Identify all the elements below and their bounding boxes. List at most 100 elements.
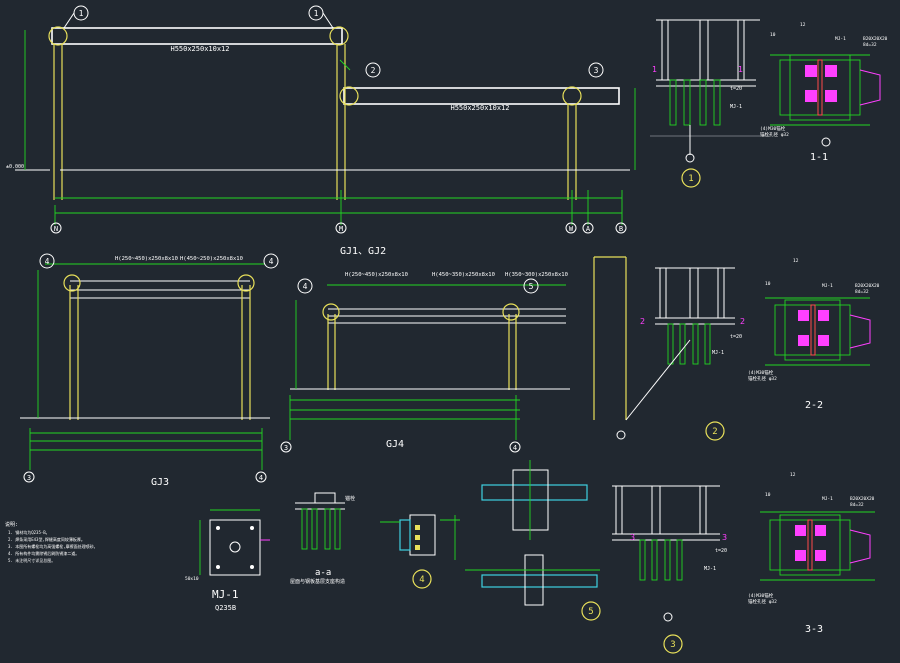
svg-text:t=20: t=20 <box>730 86 742 92</box>
notes-heading: 说明: <box>5 521 18 528</box>
general-notes: 说明: 1. 钢材均为Q235-B。 2. 焊条采用E43型,焊缝高度同较薄板厚… <box>5 521 98 563</box>
mj1-material: Q235B <box>215 604 236 612</box>
svg-text:12: 12 <box>790 472 796 478</box>
mj1-title: MJ-1 <box>212 588 239 601</box>
svg-text:B20X20X20: B20X20X20 <box>855 283 880 289</box>
svg-text:4: 4 <box>259 474 263 482</box>
svg-text:50x10: 50x10 <box>185 576 199 582</box>
lower-beam-label: H550x250x10x12 <box>450 104 509 112</box>
svg-text:12: 12 <box>793 258 799 264</box>
axis-a <box>582 222 594 234</box>
node-2 <box>365 62 381 78</box>
axis-w <box>565 222 577 234</box>
svg-text:2: 2 <box>640 317 645 326</box>
svg-text:3: 3 <box>284 444 288 452</box>
note-line: 5. 未注明尺寸详见总图。 <box>8 557 55 563</box>
node-1b-ring <box>329 26 349 46</box>
svg-text:10: 10 <box>765 281 771 287</box>
svg-text:4: 4 <box>419 575 424 585</box>
svg-text:3: 3 <box>722 533 727 542</box>
svg-text:2: 2 <box>371 66 376 75</box>
svg-text:B20X20X20: B20X20X20 <box>863 36 888 42</box>
gj3-frame: H(250~450)x250x8x10 H(450~250)x250x8x10 … <box>20 253 279 488</box>
svg-text:M: M <box>339 225 343 233</box>
note-line: 1. 钢材均为Q235-B。 <box>8 529 50 535</box>
axis-m <box>335 222 347 234</box>
section-2-2-title: 2-2 <box>805 400 823 411</box>
svg-text:1: 1 <box>738 65 743 74</box>
mj1-plate: MJ-1 Q235B 50x10 <box>185 509 270 612</box>
svg-text:W: W <box>569 225 574 233</box>
svg-text:H(450~250)x250x8x10: H(450~250)x250x8x10 <box>180 256 243 262</box>
svg-text:4: 4 <box>303 282 308 291</box>
upper-beam-label: H550x250x10x12 <box>170 45 229 53</box>
svg-text:8d=32: 8d=32 <box>863 42 877 48</box>
svg-text:2: 2 <box>740 317 745 326</box>
svg-text:MJ-1: MJ-1 <box>730 104 742 110</box>
svg-text:4: 4 <box>513 444 517 452</box>
svg-text:1: 1 <box>688 174 693 184</box>
lower-beam <box>343 87 620 105</box>
gj4-title: GJ4 <box>386 439 404 450</box>
svg-text:4: 4 <box>269 257 274 266</box>
svg-text:t=20: t=20 <box>715 548 727 554</box>
svg-text:10: 10 <box>765 492 771 498</box>
gj1-gj2-title: GJ1、GJ2 <box>340 246 386 257</box>
bolt-square <box>805 65 817 77</box>
svg-text:B20X20X20: B20X20X20 <box>850 496 875 502</box>
svg-text:12: 12 <box>800 22 806 28</box>
node-3 <box>588 62 604 78</box>
gj4-frame: H(250~450)x250x8x10 H(450~350)x250x8x10 … <box>280 272 570 453</box>
upper-beam <box>51 27 343 45</box>
svg-text:(4)M30锚栓: (4)M30锚栓 <box>748 592 774 599</box>
level-mark: ±0.000 <box>6 164 24 170</box>
section-1-1-title: 1-1 <box>810 152 828 163</box>
svg-text:2: 2 <box>712 427 717 437</box>
svg-text:8d=32: 8d=32 <box>855 289 869 295</box>
elevation-view: H550x250x10x12 H550x250x10x12 ±0.000 N M <box>6 5 636 234</box>
section-1-1-detail: 1 1 1 MJ-1 t=20 1-1 (4)M30锚栓 锚栓孔径 φ32 B2… <box>650 19 888 188</box>
svg-text:1: 1 <box>79 9 84 18</box>
gj3-title: GJ3 <box>151 477 169 488</box>
svg-text:A: A <box>586 225 591 233</box>
svg-text:MJ-1: MJ-1 <box>822 496 833 502</box>
svg-text:MJ-1: MJ-1 <box>704 566 716 572</box>
section-3-3-title: 3-3 <box>805 624 823 635</box>
svg-text:MJ-1: MJ-1 <box>712 350 724 356</box>
svg-text:锚栓孔径 φ32: 锚栓孔径 φ32 <box>748 375 777 382</box>
svg-text:H(450~350)x250x8x10: H(450~350)x250x8x10 <box>432 272 495 278</box>
svg-text:(4)M30锚栓: (4)M30锚栓 <box>748 369 774 376</box>
axis-b <box>615 222 627 234</box>
svg-text:锚栓孔径 φ32: 锚栓孔径 φ32 <box>748 598 777 605</box>
svg-text:3: 3 <box>630 533 635 542</box>
node-1a-ring <box>48 26 68 46</box>
svg-text:1: 1 <box>314 9 319 18</box>
svg-text:锚栓孔径 φ32: 锚栓孔径 φ32 <box>760 131 789 138</box>
node-2-tag <box>705 421 725 441</box>
svg-text:4: 4 <box>45 257 50 266</box>
svg-text:屋面与钢板基层支座构造: 屋面与钢板基层支座构造 <box>290 578 345 585</box>
svg-text:H(350~300)x250x8x10: H(350~300)x250x8x10 <box>505 272 568 278</box>
detail-a-a: a-a 屋面与钢板基层支座构造 锚栓 <box>290 492 355 585</box>
node-5-detail: 5 <box>465 460 601 621</box>
node-2-ring <box>339 86 359 106</box>
svg-text:H(250~450)x250x8x10: H(250~450)x250x8x10 <box>115 256 178 262</box>
section-mark: 1 <box>652 65 657 74</box>
svg-text:3: 3 <box>594 66 599 75</box>
note-line: 4. 所有构件均需除锈后刷防锈漆二道。 <box>8 550 79 556</box>
section-3-3-detail: 3 3 3 MJ-1 t=20 3-3 (4)M30锚栓 锚栓孔径 φ32 B2… <box>612 472 875 654</box>
svg-text:5: 5 <box>529 282 534 291</box>
svg-text:N: N <box>54 225 58 233</box>
svg-text:3: 3 <box>27 474 31 482</box>
svg-text:t=20: t=20 <box>730 334 742 340</box>
note-line: 3. 本图所有螺栓均为高强螺栓,摩擦面处理喷砂。 <box>8 543 98 549</box>
svg-text:(4)M30锚栓: (4)M30锚栓 <box>760 125 786 132</box>
node-1-tag <box>681 168 701 188</box>
svg-text:B: B <box>619 225 623 233</box>
section-2-2-detail: 2 2 2 MJ-1 t=20 2-2 (4)M30锚栓 锚栓孔径 φ32 B2… <box>593 256 880 441</box>
axis-n <box>50 222 62 234</box>
svg-text:3: 3 <box>670 640 675 650</box>
node-4-detail: 4 <box>380 514 460 589</box>
note-line: 2. 焊条采用E43型,焊缝高度同较薄板厚。 <box>8 536 85 542</box>
